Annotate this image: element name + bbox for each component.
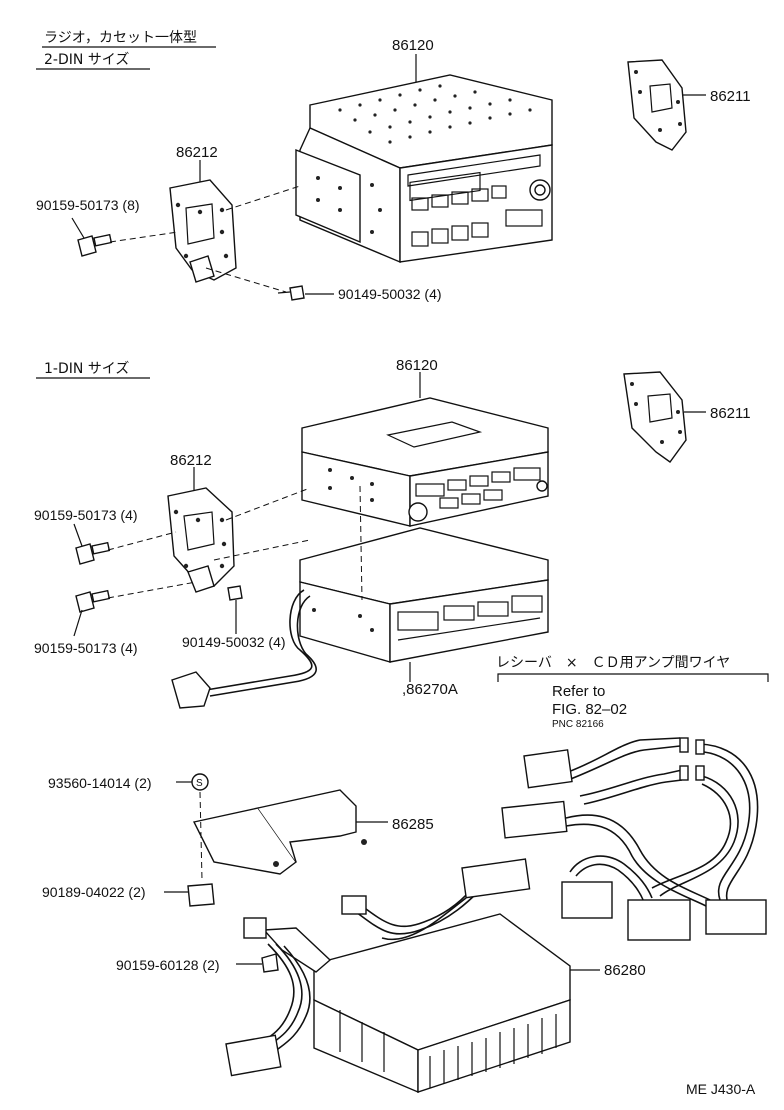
callout-86211-mid: 86211 — [710, 405, 751, 422]
amplifier-86280 — [313, 913, 600, 1094]
clip-93560: S — [176, 773, 209, 881]
nut-90189 — [164, 883, 215, 907]
callout-86120-top: 86120 — [392, 37, 434, 54]
svg-text:S: S — [196, 778, 203, 789]
callout-86120-mid: 86120 — [396, 357, 438, 374]
screw-90149-top — [277, 285, 305, 301]
bracket-86211-mid — [623, 371, 687, 463]
screw-90149-mid — [227, 585, 243, 634]
bracket-86212-top — [169, 179, 237, 283]
callout-90189: 90189-04022 (2) — [42, 884, 146, 900]
callout-86285: 86285 — [392, 816, 434, 833]
screw-90159-60128 — [236, 953, 279, 973]
reference-fig: FIG. 82–02 — [552, 701, 627, 718]
callout-86212-top: 86212 — [176, 144, 218, 161]
stay-86285 — [192, 789, 388, 875]
amp-wiring-top — [341, 858, 531, 941]
callout-90149-mid: 90149-50032 (4) — [182, 634, 286, 650]
cd-cable — [171, 589, 317, 709]
screw-90159-top — [77, 233, 113, 257]
bracket-86212-mid — [167, 487, 235, 593]
callout-90159-top: 90159-50173 (8) — [36, 197, 140, 213]
heading-2din: 2-DIN サイズ — [44, 52, 129, 68]
callout-90149-top: 90149-50032 (4) — [338, 286, 442, 302]
callout-93560: 93560-14014 (2) — [48, 775, 152, 791]
wire-harness — [501, 737, 767, 941]
heading-1din: 1-DIN サイズ — [44, 361, 129, 377]
wire-note-group: レシーバ × ＣＤ用アンプ間ワイヤ Refer to FIG. 82–02 PN… — [496, 655, 769, 730]
reference-refer-to: Refer to — [552, 683, 605, 700]
callout-90159-mid2: 90159-50173 (4) — [34, 640, 138, 656]
screw-90159-mid2 — [75, 589, 111, 613]
bracket-86211-top — [627, 59, 687, 151]
cd-unit-86270A — [299, 527, 549, 663]
heading-radio-cassette: ラジオ，カセット一体型 — [44, 30, 197, 46]
callout-86212-mid: 86212 — [170, 452, 212, 469]
diagram-code: ME J430-A — [686, 1081, 756, 1097]
callout-86211-top: 86211 — [710, 88, 751, 105]
radio-2din-unit — [295, 74, 553, 264]
callout-90159-mid1: 90159-50173 (4) — [34, 507, 138, 523]
heading-group-1din: 1-DIN サイズ — [36, 361, 150, 379]
callout-86270A: ,86270A — [402, 681, 458, 698]
reference-pnc: PNC 82166 — [552, 719, 604, 730]
wire-note-heading: レシーバ × ＣＤ用アンプ間ワイヤ — [496, 655, 730, 671]
callout-90159-bot: 90159-60128 (2) — [116, 957, 220, 973]
radio-1din-unit — [301, 397, 549, 527]
screw-90159-mid1 — [75, 541, 111, 565]
heading-group-2din: ラジオ，カセット一体型 2-DIN サイズ — [36, 30, 216, 70]
amp-wiring-left — [225, 917, 332, 1077]
callout-86280: 86280 — [604, 962, 646, 979]
